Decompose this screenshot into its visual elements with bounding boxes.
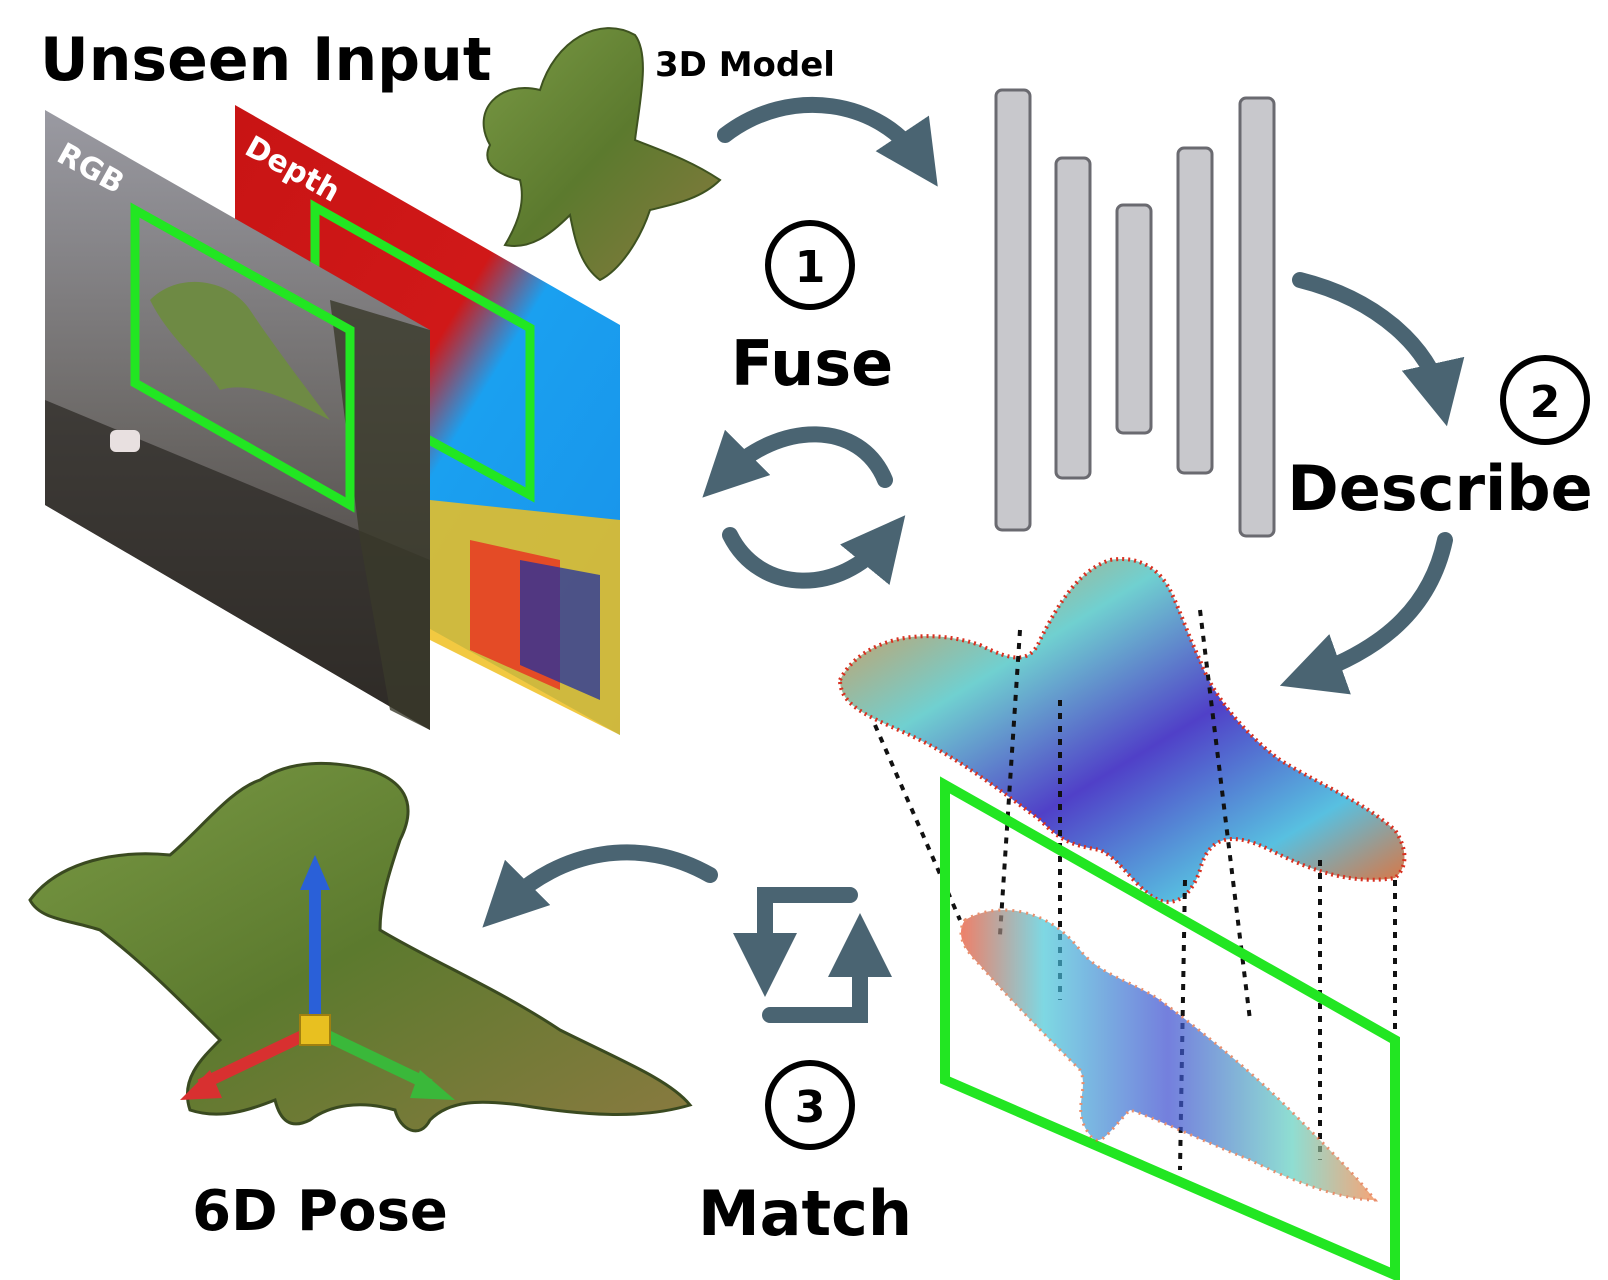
y-axis-icon [312,1024,433,1091]
step-1-label: Fuse [731,327,893,400]
step-2-circle [1500,355,1590,445]
observed-points-plane [940,776,1400,1280]
encoder-network [994,88,1276,538]
arrow-describe-to-cloud [1279,532,1453,695]
step-2-label: Describe [1287,452,1592,525]
point-cloud-model [837,557,1407,904]
match-cycle-left [733,887,858,997]
step-1-number: 1 [795,242,826,293]
match-cycle-right [762,913,892,1023]
model-label: 3D Model [655,45,835,85]
step-3-circle [765,1060,855,1150]
encoder-bar [1115,203,1153,435]
arrows [482,97,1465,1023]
arrow-model-to-network [717,97,938,187]
fuse-cycle-bottom [722,515,906,589]
output-label: 6D Pose [192,1179,448,1244]
origin-cube [299,1014,331,1046]
model-thumbnail [482,27,722,282]
encoder-bar [1238,96,1276,538]
x-axis-icon [197,1024,318,1091]
encoder-bar [1176,146,1214,475]
rgb-bounding-box [130,202,355,513]
title-text: Unseen Input [40,25,492,95]
step-1-circle [765,220,855,310]
step-3-label: Match [698,1177,912,1250]
step-3-number: 3 [795,1082,826,1133]
pose-output-model [28,762,693,1133]
arrow-match-to-pose [482,844,718,928]
encoder-bar [1054,156,1092,480]
step-2-number: 2 [1530,377,1561,428]
rgb-panel: RGB [45,110,430,730]
fuse-cycle-top [702,426,893,498]
arrow-network-to-describe [1292,272,1465,427]
encoder-bar [994,88,1032,532]
